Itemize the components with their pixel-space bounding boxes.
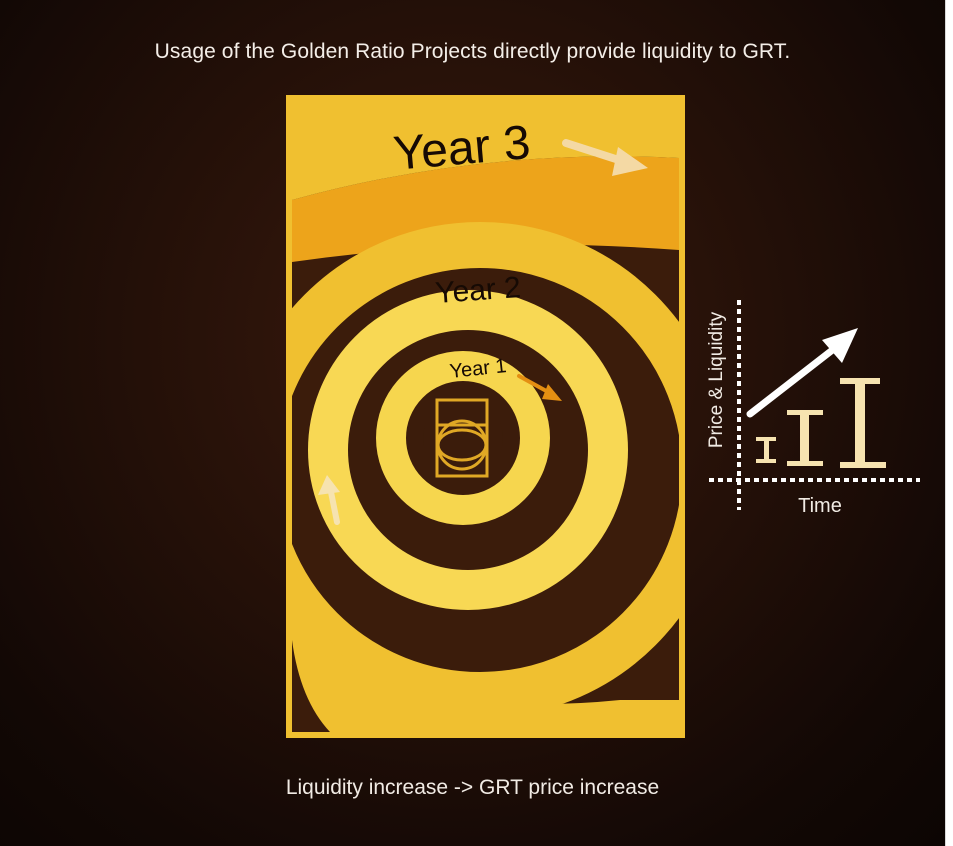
year-1-arrow-icon bbox=[517, 374, 562, 401]
golden-ratio-rectangle bbox=[286, 95, 685, 738]
x-axis-label: Time bbox=[798, 495, 842, 517]
growth-arrow-icon bbox=[746, 328, 858, 418]
infographic-title: Usage of the Golden Ratio Projects direc… bbox=[154, 40, 791, 63]
grt-logo bbox=[435, 398, 489, 478]
upward-arrow-icon bbox=[318, 475, 340, 525]
year-3-label: Year 3 bbox=[391, 116, 532, 181]
infographic-caption: Liquidity increase -> GRT price increase bbox=[285, 776, 660, 799]
y-axis-label: Price & Liquidity bbox=[706, 311, 727, 448]
bar-medium bbox=[787, 410, 823, 466]
bar-small bbox=[756, 437, 776, 463]
bar-large bbox=[840, 378, 886, 468]
year-2-label: Year 2 bbox=[434, 271, 522, 310]
mini-price-chart bbox=[709, 300, 920, 510]
year-3-arrow-icon bbox=[562, 139, 648, 176]
